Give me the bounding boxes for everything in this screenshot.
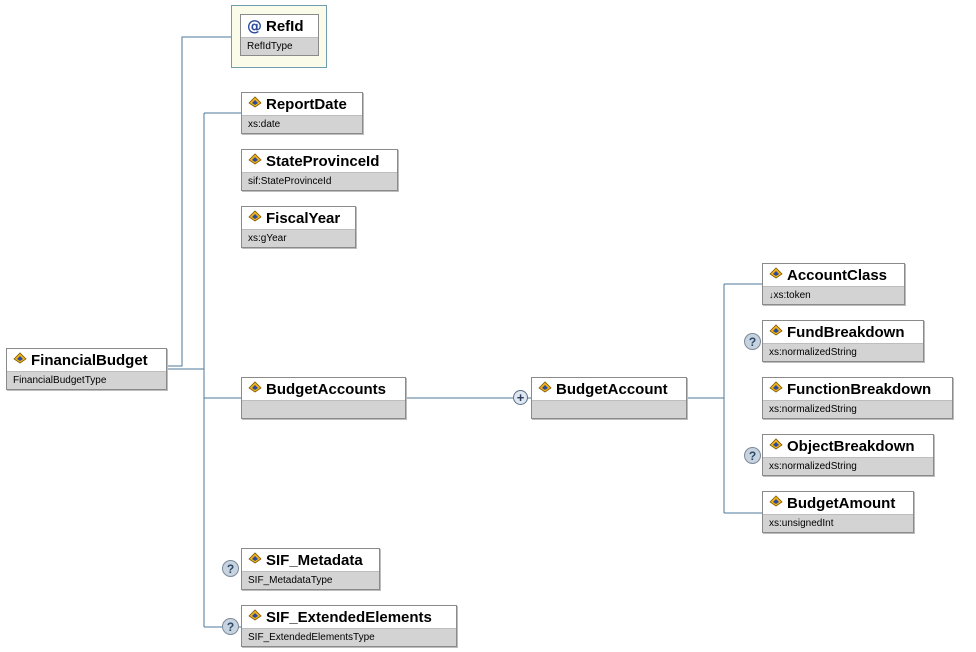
element-icon — [248, 380, 262, 398]
objectbreakdown-node[interactable]: ObjectBreakdown xs:normalizedString — [762, 434, 934, 476]
node-type: xs:normalizedString — [763, 457, 933, 475]
wire-refid — [166, 36, 232, 367]
node-type: SIF_MetadataType — [242, 571, 379, 589]
optional-icon: ? — [222, 560, 239, 577]
element-icon — [769, 494, 783, 512]
budgetaccounts-node[interactable]: BudgetAccounts — [241, 377, 406, 419]
node-type: xs:gYear — [242, 229, 355, 247]
optional-icon: ? — [744, 447, 761, 464]
element-icon — [248, 95, 262, 113]
node-type: ↓xs:token — [763, 286, 904, 304]
node-type: SIF_ExtendedElementsType — [242, 628, 456, 646]
element-icon — [248, 551, 262, 569]
fundbreakdown-node[interactable]: FundBreakdown xs:normalizedString — [762, 320, 924, 362]
node-type: xs:unsignedInt — [763, 514, 913, 532]
element-icon — [248, 152, 262, 170]
budgetaccount-node[interactable]: BudgetAccount — [531, 377, 687, 419]
node-type: xs:normalizedString — [763, 343, 923, 361]
node-type: xs:normalizedString — [763, 400, 952, 418]
optional-icon: ? — [744, 333, 761, 350]
node-type: FinancialBudgetType — [7, 371, 166, 389]
node-name: FiscalYear — [266, 209, 341, 227]
sif-extendedelements-node[interactable]: SIF_ExtendedElements SIF_ExtendedElement… — [241, 605, 457, 647]
repeat-plus-icon[interactable]: + — [513, 390, 528, 405]
node-name: FinancialBudget — [31, 351, 148, 369]
sif-metadata-node[interactable]: SIF_Metadata SIF_MetadataType — [241, 548, 380, 590]
optional-icon: ? — [222, 618, 239, 635]
element-icon — [769, 266, 783, 284]
element-icon — [13, 351, 27, 369]
at-icon: @ — [247, 17, 262, 35]
element-icon — [248, 209, 262, 227]
functionbreakdown-node[interactable]: FunctionBreakdown xs:normalizedString — [762, 377, 953, 419]
element-icon — [538, 380, 552, 398]
accountclass-node[interactable]: AccountClass ↓xs:token — [762, 263, 905, 305]
node-name: BudgetAccount — [556, 380, 668, 398]
stateprovinceid-node[interactable]: StateProvinceId sif:StateProvinceId — [241, 149, 398, 191]
node-name: BudgetAccounts — [266, 380, 386, 398]
node-name: FunctionBreakdown — [787, 380, 932, 398]
node-type — [242, 400, 405, 418]
element-icon — [769, 380, 783, 398]
type-name: xs:token — [773, 290, 811, 301]
node-name: ObjectBreakdown — [787, 437, 915, 455]
node-name: FundBreakdown — [787, 323, 905, 341]
element-icon — [769, 437, 783, 455]
node-type: xs:date — [242, 115, 362, 133]
budgetamount-node[interactable]: BudgetAmount xs:unsignedInt — [762, 491, 914, 533]
node-name: RefId — [266, 17, 304, 35]
node-name: SIF_Metadata — [266, 551, 363, 569]
node-name: BudgetAmount — [787, 494, 896, 512]
node-type: RefIdType — [241, 37, 318, 55]
node-name: SIF_ExtendedElements — [266, 608, 432, 626]
node-name: ReportDate — [266, 95, 347, 113]
node-name: AccountClass — [787, 266, 888, 284]
element-icon — [248, 608, 262, 626]
enumeration-marker: ↓ — [769, 290, 774, 300]
refid-attribute-node[interactable]: @RefId RefIdType — [240, 14, 319, 56]
node-name: StateProvinceId — [266, 152, 380, 170]
node-type — [532, 400, 686, 418]
attribute-group: @RefId RefIdType — [231, 5, 327, 68]
financialbudget-node[interactable]: FinancialBudget FinancialBudgetType — [6, 348, 167, 390]
node-type: sif:StateProvinceId — [242, 172, 397, 190]
reportdate-node[interactable]: ReportDate xs:date — [241, 92, 363, 134]
fiscalyear-node[interactable]: FiscalYear xs:gYear — [241, 206, 356, 248]
element-icon — [769, 323, 783, 341]
